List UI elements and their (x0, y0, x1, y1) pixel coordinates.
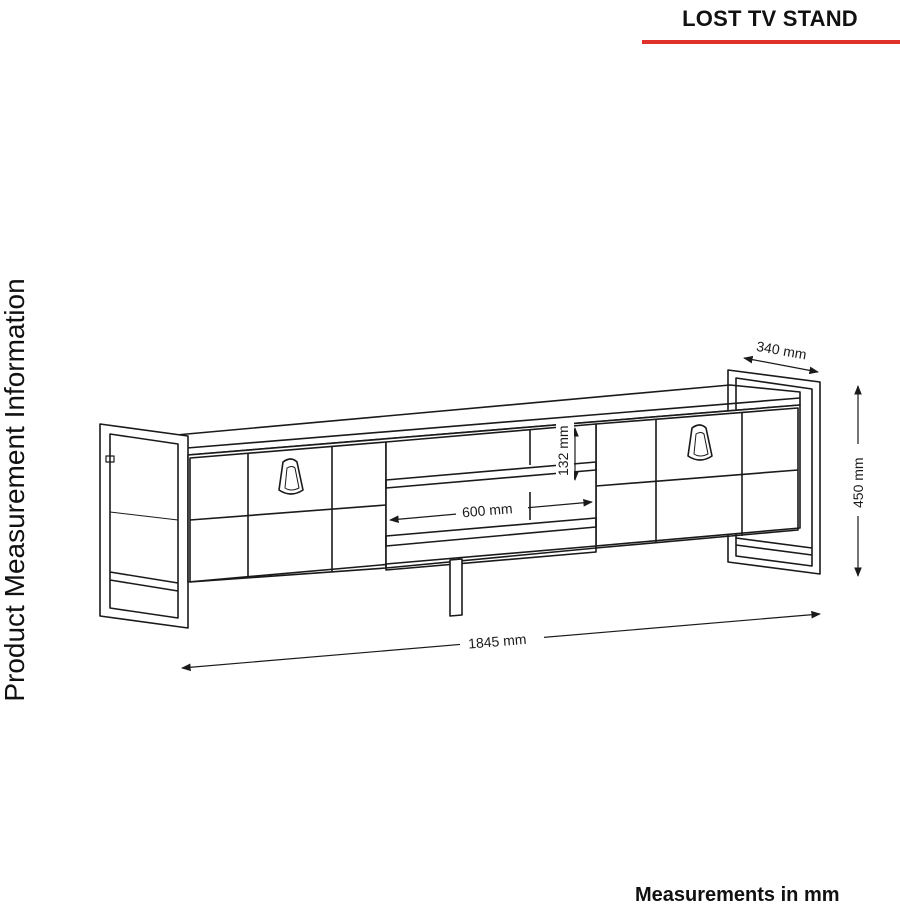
cabinet-outline (99, 369, 821, 629)
depth-label: 340 mm (755, 338, 808, 363)
width-label: 1845 mm (468, 631, 527, 652)
page-title: LOST TV STAND (682, 6, 858, 31)
height-label: 450 mm (850, 457, 866, 508)
shelf-width-label: 600 mm (461, 500, 513, 520)
shelf-height-label: 132 mm (555, 425, 571, 476)
title-underline (642, 40, 900, 44)
measurement-note: Measurements in mm (635, 884, 840, 906)
depth-dimension-line (743, 355, 819, 375)
